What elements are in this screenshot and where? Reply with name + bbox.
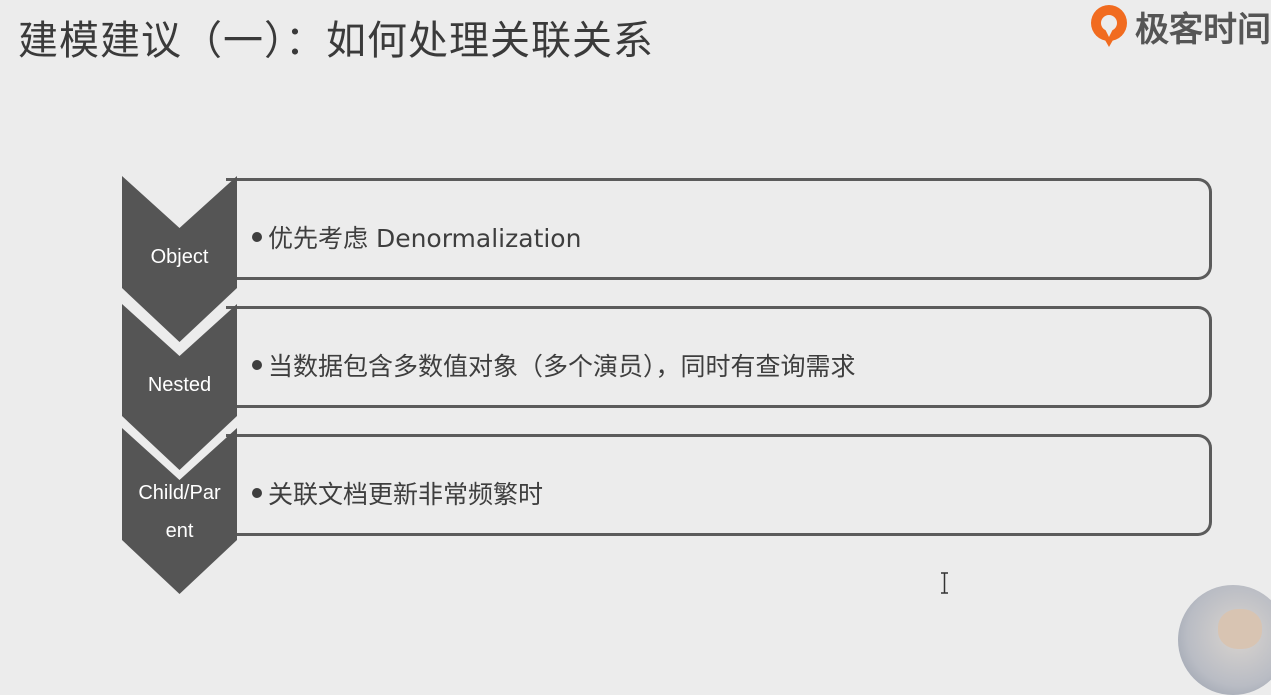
brand-logo: 极客时间 <box>1089 2 1271 50</box>
row-childparent-label-line1: Child/Par <box>138 482 221 504</box>
row-nested-chevron: Nested <box>122 304 237 470</box>
logo-text: 极客时间 <box>1135 9 1271 50</box>
chevron-shape <box>122 176 237 342</box>
row-nested-text: 当数据包含多数值对象（多个演员），同时有查询需求 <box>268 352 856 381</box>
row-childparent-text: 关联文档更新非常频繁时 <box>268 480 544 509</box>
chevron-shape <box>122 428 237 594</box>
bullet-dot-icon <box>252 360 262 370</box>
row-object-bullet: 优先考虑 Denormalization <box>252 219 581 255</box>
row-nested-label: Nested <box>147 374 212 396</box>
row-nested-bullet: 当数据包含多数值对象（多个演员），同时有查询需求 <box>252 347 856 383</box>
presenter-video-thumbnail <box>1178 585 1271 695</box>
row-childparent-box: 关联文档更新非常频繁时 <box>226 434 1212 536</box>
row-childparent-bullet: 关联文档更新非常频繁时 <box>252 475 543 511</box>
row-object-chevron: Object <box>122 176 237 342</box>
mouse-cursor-icon <box>941 572 948 594</box>
row-childparent-label-line2: ent <box>165 520 194 542</box>
row-object-box: 优先考虑 Denormalization <box>226 178 1212 280</box>
presenter-head <box>1218 609 1262 649</box>
row-object-text: 优先考虑 Denormalization <box>268 224 582 253</box>
slide-title: 建模建议（一）：如何处理关联关系 <box>18 18 654 64</box>
geektime-logo-icon <box>1091 5 1127 47</box>
row-childparent-chevron: Child/Par ent <box>122 428 237 594</box>
row-nested-box: 当数据包含多数值对象（多个演员），同时有查询需求 <box>226 306 1212 408</box>
relation-list: 优先考虑 Denormalization Object 当数据包含多数值对象（多… <box>122 176 1212 594</box>
slide: 建模建议（一）：如何处理关联关系 极客时间 优先考虑 Denormalizati… <box>18 2 1271 695</box>
bullet-dot-icon <box>252 232 262 242</box>
bullet-dot-icon <box>252 488 262 498</box>
row-object-label: Object <box>150 246 209 268</box>
chevron-shape <box>122 304 237 470</box>
